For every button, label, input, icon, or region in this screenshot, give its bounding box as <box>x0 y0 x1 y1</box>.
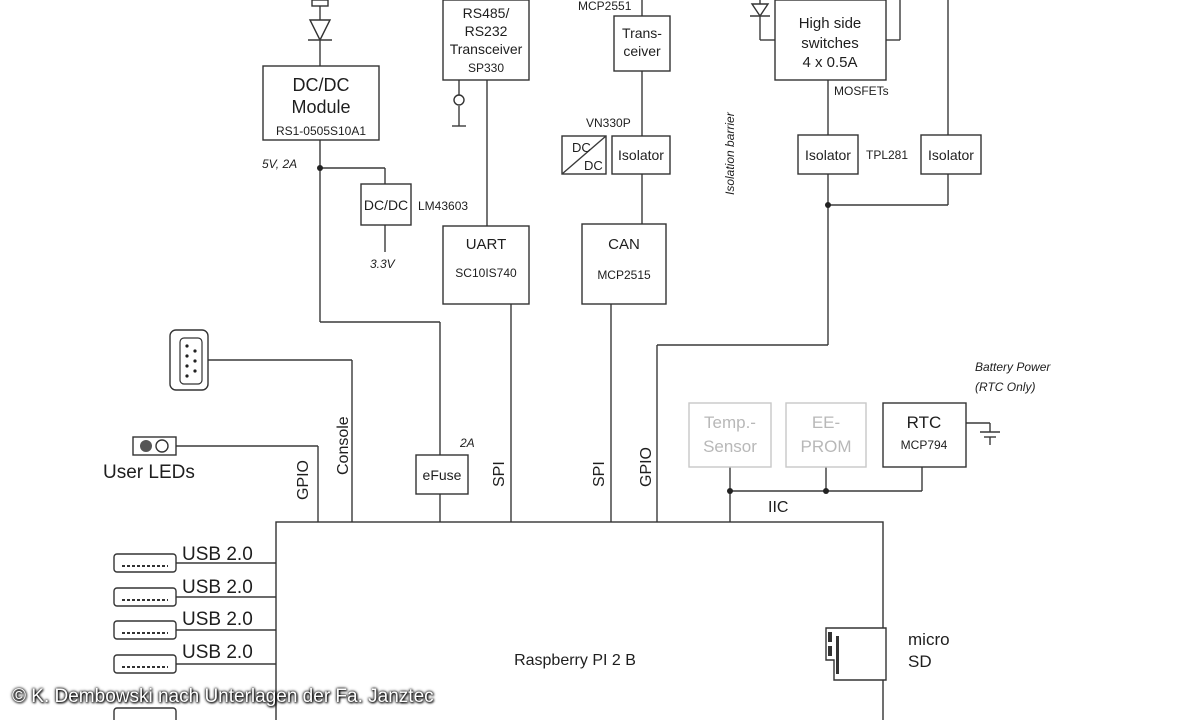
uart-line1: UART <box>466 236 507 253</box>
high-side-line1: High side <box>799 15 862 32</box>
efuse-rating: 2A <box>459 436 475 450</box>
can-line2: MCP2515 <box>597 268 651 282</box>
gpio-left-label: GPIO <box>295 460 312 500</box>
isolator-a-block: Isolator <box>797 134 859 175</box>
battery-line1: Battery Power <box>975 360 1051 374</box>
usb-port-icon <box>113 620 177 640</box>
junction-dots <box>317 165 831 494</box>
dcdc-icon-bottom: DC <box>584 158 603 173</box>
copyright-credit: © K. Dembowski nach Unterlagen der Fa. J… <box>12 686 434 707</box>
diode-icon-switches <box>750 3 770 18</box>
high-side-line2: switches <box>801 35 859 52</box>
isolator-part-label: TPL281 <box>866 148 908 162</box>
user-leds-icon <box>132 436 177 456</box>
uart-line2: SC10IS740 <box>455 266 517 280</box>
usb-label-1: USB 2.0 <box>182 544 253 565</box>
uart-block: UART SC10IS740 <box>442 225 530 305</box>
voltage-5v-label: 5V, 2A <box>262 157 297 171</box>
raspberry-pi-block: Raspberry PI 2 B <box>275 521 884 720</box>
wires <box>176 0 1000 720</box>
serial-port-icon <box>169 329 209 391</box>
diode-icon <box>308 0 332 42</box>
spi2-label: SPI <box>591 461 608 487</box>
isolator-can-block: Isolator <box>611 135 671 175</box>
usb-port-icon <box>113 587 177 607</box>
usb-label-4: USB 2.0 <box>182 642 253 663</box>
isolator-b-block: Isolator <box>920 134 982 175</box>
eeprom-line2: PROM <box>801 437 852 456</box>
iic-label: IIC <box>768 499 788 516</box>
can-transceiver-line2: ceiver <box>623 43 661 59</box>
can-transceiver-block: Trans- ceiver <box>613 15 671 72</box>
can-line1: CAN <box>608 236 640 253</box>
rtc-line2: MCP794 <box>901 438 948 452</box>
dcdc-icon-top: DC <box>572 140 591 155</box>
rs485-line3: Transceiver <box>450 41 523 57</box>
dcdc-module-line1: DC/DC <box>293 75 350 95</box>
can-transceiver-line1: Trans- <box>622 25 662 41</box>
rs485-transceiver-block: RS485/ RS232 Transceiver SP330 <box>442 0 530 81</box>
gpio-right-label: GPIO <box>638 447 655 487</box>
usb-port-icon <box>113 654 177 674</box>
isolator-b-label: Isolator <box>928 147 974 163</box>
rs485-line1: RS485/ <box>463 5 510 21</box>
voltage-3v3-label: 3.3V <box>370 257 396 271</box>
terminal-icon <box>453 94 465 106</box>
high-side-switches-block: High side switches 4 x 0.5A <box>774 0 887 81</box>
rtc-block: RTC MCP794 <box>882 402 967 468</box>
dcdc-converter-icon: DC DC <box>561 135 607 175</box>
temp-sensor-block: Temp.- Sensor <box>688 402 772 468</box>
temp-sensor-line2: Sensor <box>703 437 757 456</box>
isolator-a-label: Isolator <box>805 147 851 163</box>
efuse-label: eFuse <box>423 467 462 483</box>
efuse-block: eFuse <box>415 454 469 495</box>
rtc-line1: RTC <box>907 413 942 432</box>
high-side-line3: 4 x 0.5A <box>802 54 857 71</box>
dcdc-module-line2: Module <box>291 97 350 117</box>
high-side-part: MOSFETs <box>834 84 889 98</box>
battery-line2: (RTC Only) <box>975 380 1035 394</box>
dcdc-small-part: LM43603 <box>418 199 468 213</box>
user-leds-label: User LEDs <box>103 462 195 483</box>
temp-sensor-line1: Temp.- <box>704 413 756 432</box>
microsd-line1: micro <box>908 630 950 649</box>
isolator-can-part: VN330P <box>586 116 631 130</box>
isolator-can-label: Isolator <box>618 147 664 163</box>
dcdc-small-block: DC/DC LM43603 <box>360 183 468 226</box>
dcdc-small-label: DC/DC <box>364 197 408 213</box>
dcdc-module-block: DC/DC Module RS1-0505S10A1 <box>262 65 380 141</box>
raspberry-pi-label: Raspberry PI 2 B <box>514 652 636 669</box>
usb-label-3: USB 2.0 <box>182 609 253 630</box>
dcdc-module-part: RS1-0505S10A1 <box>276 124 366 138</box>
rs485-line2: RS232 <box>465 23 508 39</box>
can-block: CAN MCP2515 <box>581 223 667 305</box>
console-label: Console <box>335 416 352 475</box>
usb-label-2: USB 2.0 <box>182 577 253 598</box>
isolation-barrier-label: Isolation barrier <box>723 111 737 195</box>
usb-port-icon <box>113 553 177 573</box>
transceiver-part: MCP2551 <box>578 0 632 13</box>
eeprom-block: EE- PROM <box>785 402 867 468</box>
microsd-line2: SD <box>908 652 932 671</box>
spi1-label: SPI <box>491 461 508 487</box>
rs485-part: SP330 <box>468 61 504 75</box>
eeprom-line1: EE- <box>812 413 840 432</box>
microsd-card-icon <box>825 627 887 681</box>
usb-port-icon <box>113 707 177 720</box>
